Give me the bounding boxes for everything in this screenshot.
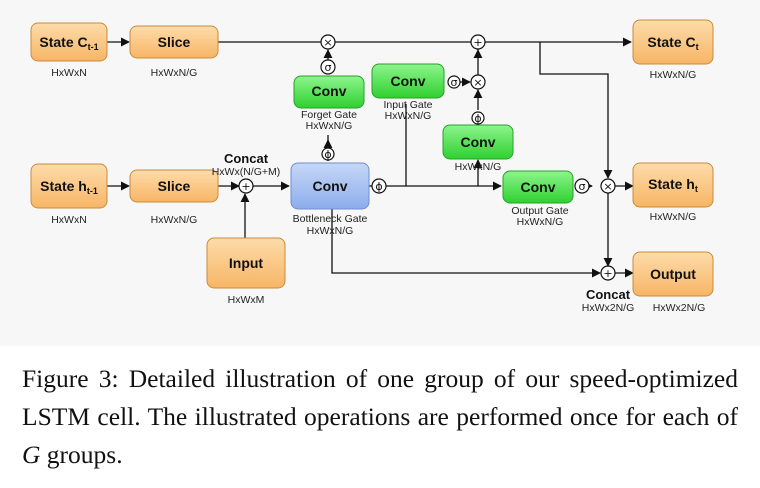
bottleneck-phi-sym: ϕ <box>324 148 331 161</box>
candidate-conv-block <box>442 124 514 160</box>
output-multiply-op <box>600 178 616 194</box>
slice-bottom-block <box>129 169 219 203</box>
concat-title: Concat <box>224 151 269 166</box>
forget-conv-label: Conv <box>312 83 347 99</box>
output-concat-sym: + <box>603 267 612 280</box>
caption-variable: G <box>22 440 41 469</box>
state-h-next-block <box>632 162 714 208</box>
forget-gate-conv-block <box>293 75 365 109</box>
slice-top-dims: HxWxN/G <box>151 67 198 79</box>
input-label: Input <box>229 255 264 271</box>
candidate-dims: HxWxN/G <box>455 161 502 173</box>
input-sigmoid-op <box>447 75 461 89</box>
concat2-dims: HxWx2N/G <box>582 302 635 314</box>
bottleneck-dims: HxWxN/G <box>307 225 354 237</box>
bottleneck-name: Bottleneck Gate <box>293 213 368 225</box>
candidate-conv-label: Conv <box>461 134 496 150</box>
input-multiply-sym: × <box>473 76 482 89</box>
input-block <box>206 237 286 289</box>
output-gate-name: Output Gate <box>511 205 568 217</box>
state-c-next-label: State Ct <box>647 34 698 52</box>
caption-text-b: groups. <box>40 440 123 469</box>
slice-top-block <box>129 25 219 59</box>
state-c-prev-block <box>30 22 108 62</box>
forget-multiply-sym: × <box>323 36 332 49</box>
cell-add-op <box>470 34 486 50</box>
input-dims: HxWxM <box>228 294 265 306</box>
bottleneck-conv-label: Conv <box>313 178 348 194</box>
slice-bottom-dims: HxWxN/G <box>151 214 198 226</box>
forget-multiply-op <box>320 34 336 50</box>
forget-dims: HxWxN/G <box>306 120 353 132</box>
caption-text-a: Figure 3: Detailed illustration of one g… <box>22 364 738 431</box>
forget-sigmoid-op <box>320 59 336 75</box>
candidate-phi-op <box>471 111 485 125</box>
forget-sigmoid-sym: σ <box>325 61 332 74</box>
output-dims: HxWx2N/G <box>653 302 706 314</box>
bottleneck-out-phi-sym: ϕ <box>375 180 382 193</box>
h-prev-dims: HxWxN <box>51 214 87 226</box>
output-gate-conv-label: Conv <box>521 179 556 195</box>
state-h-next-label: State ht <box>648 176 698 194</box>
output-gate-dims: HxWxN/G <box>517 216 564 228</box>
input-gate-conv-label: Conv <box>391 73 426 89</box>
state-c-next-block <box>632 19 714 65</box>
concat-add-op <box>238 178 254 194</box>
output-sigmoid-op <box>574 178 590 194</box>
candidate-phi-sym: ϕ <box>474 112 481 125</box>
slice-top-label: Slice <box>158 34 191 50</box>
bottleneck-conv-block <box>290 162 370 210</box>
state-c-prev-label: State Ct-1 <box>39 34 98 52</box>
concat-dims: HxWx(N/G+M) <box>212 166 281 178</box>
figure-caption: Figure 3: Detailed illustration of one g… <box>22 360 738 474</box>
forget-name: Forget Gate <box>301 109 357 121</box>
h-next-dims: HxWxN/G <box>650 211 697 223</box>
bottleneck-out-phi-op <box>371 178 387 194</box>
output-label: Output <box>650 266 696 282</box>
c-prev-dims: HxWxN <box>51 67 87 79</box>
cell-add-sym: + <box>473 36 482 49</box>
slice-bottom-label: Slice <box>158 178 191 194</box>
input-multiply-op <box>470 74 486 90</box>
input-gate-conv-block <box>371 63 445 99</box>
input-gate-dims: HxWxN/G <box>385 110 432 122</box>
output-concat-op <box>600 265 616 281</box>
state-h-prev-block <box>30 163 108 209</box>
input-gate-name: Input Gate <box>383 99 432 111</box>
concat2-title: Concat <box>586 287 631 302</box>
output-multiply-sym: × <box>603 180 612 193</box>
bottleneck-phi-op <box>321 147 335 161</box>
lstm-diagram: State Ct-1 Slice State ht-1 Slice Input … <box>30 19 714 314</box>
c-next-dims: HxWxN/G <box>650 69 697 81</box>
concat-add-sym: + <box>241 180 250 193</box>
input-sigmoid-sym: σ <box>451 76 458 89</box>
output-sigmoid-sym: σ <box>579 180 586 193</box>
output-block <box>632 251 714 297</box>
state-h-prev-label: State ht-1 <box>40 178 98 196</box>
output-gate-conv-block <box>502 170 574 204</box>
